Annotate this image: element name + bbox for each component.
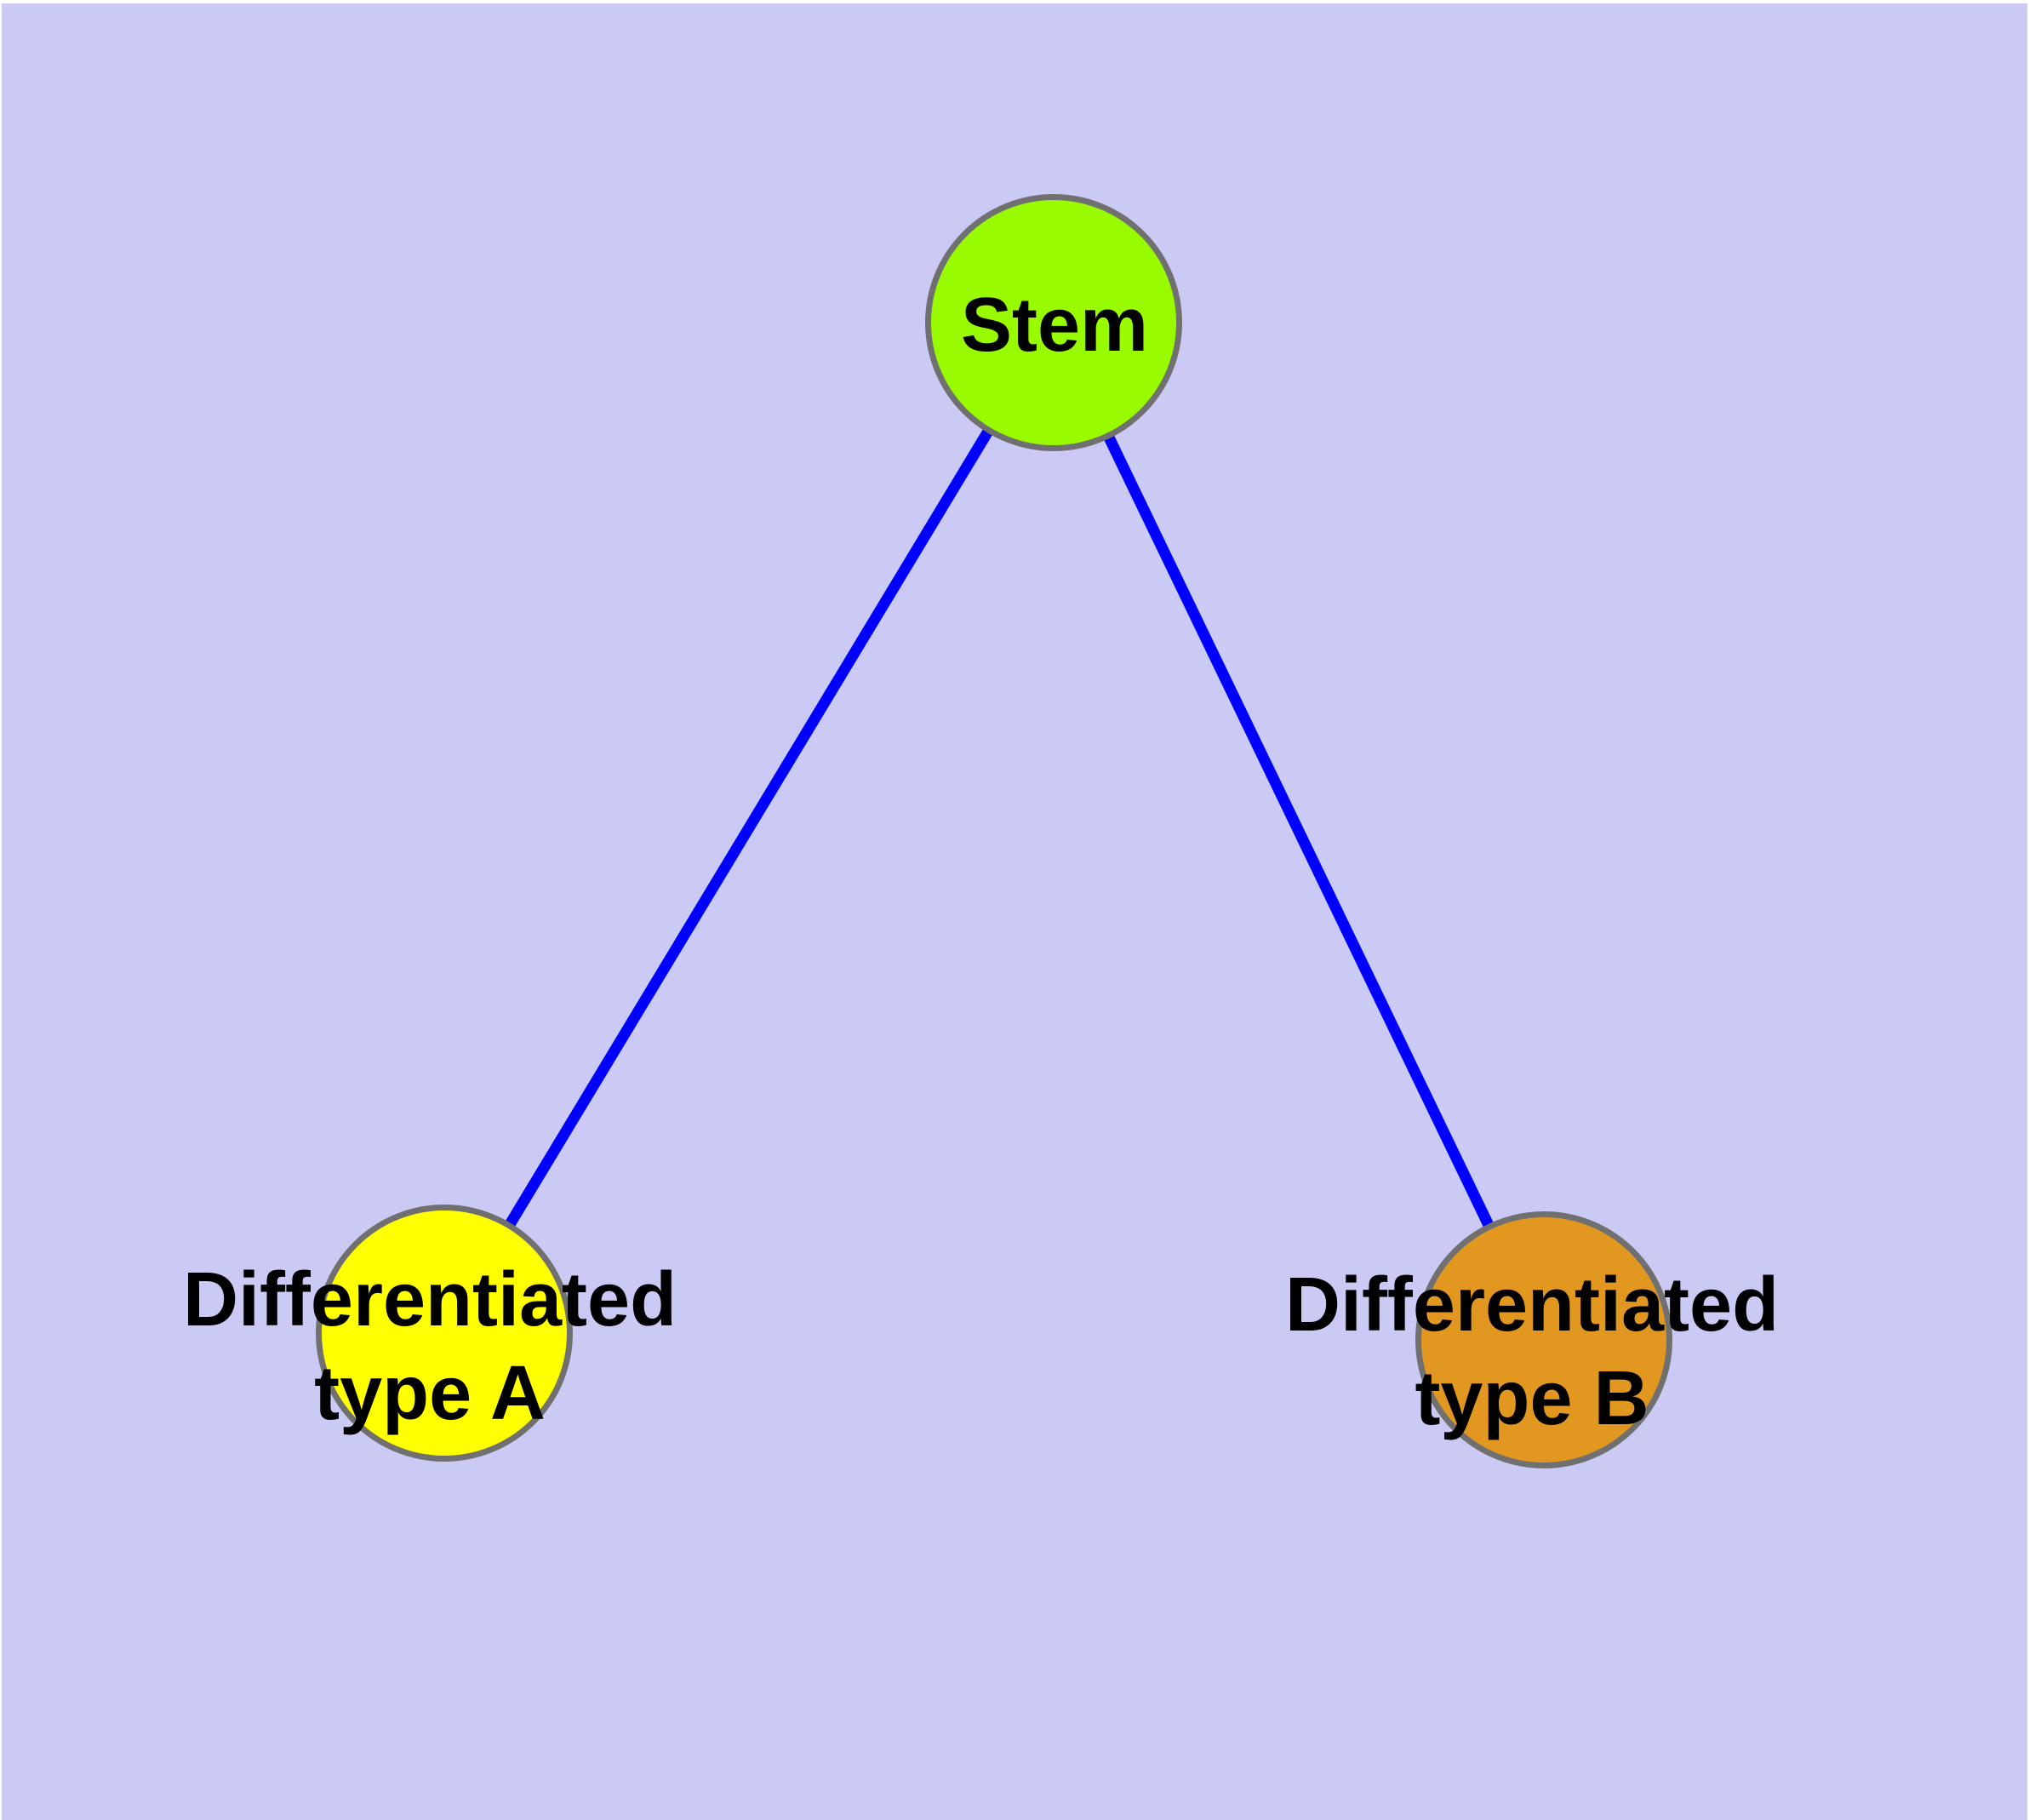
node-type-a-label-line2: type A [314,1351,546,1436]
edge-stem-to-type-b[interactable] [1049,320,1549,1342]
node-differentiated-type-b[interactable] [1415,1211,1672,1468]
node-stem-label-line1: Stem [960,283,1149,368]
node-type-b-label-line2: type B [1415,1356,1649,1441]
node-type-a-label-line1: Differentiated [182,1257,677,1342]
node-stem-label: Stem [961,278,1148,372]
edge-stem-to-type-a[interactable] [439,319,1059,1336]
node-type-b-label-line1: Differentiated [1284,1262,1780,1348]
node-type-a-label: Differentiated type A [183,1253,677,1440]
edges-layer [439,319,1549,1342]
node-type-b-label: Differentiated type B [1285,1258,1779,1445]
diagram-canvas: Stem Differentiated type A Differentiate… [2,3,2027,1820]
node-differentiated-type-a[interactable] [316,1205,573,1462]
node-stem[interactable] [925,194,1182,451]
